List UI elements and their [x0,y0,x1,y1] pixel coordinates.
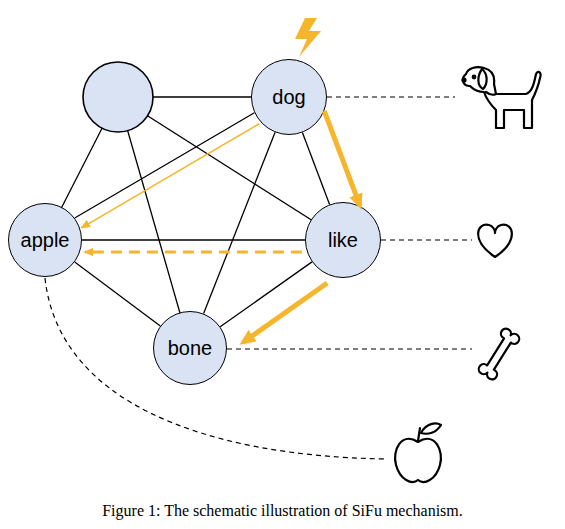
graph-line [204,132,276,313]
graph-line [75,113,255,218]
dog-ear [478,69,486,89]
graph-line [118,97,190,348]
apple-body [395,439,441,482]
graph-line [75,262,161,326]
empty-node-circle [83,62,153,132]
graph-line [82,239,305,240]
dog-collar [486,92,496,95]
flow-arrow [324,111,360,206]
node-label: dog [272,87,305,107]
leader-line [381,239,472,240]
graph-line [302,133,329,205]
dashed-arrow [85,251,302,254]
word-node: apple [8,203,82,277]
bone-shape [477,327,521,381]
leader-line [45,278,386,459]
bone-icon [477,327,521,381]
node-label: bone [168,338,213,358]
dog-body [463,67,541,128]
flow-arrow [82,124,259,228]
lightning-symbol [295,18,321,57]
figure-caption: Figure 1: The schematic illustration of … [0,502,565,520]
apple-leaf [421,424,441,434]
leader-lines [45,97,472,459]
dog-eye [473,76,476,79]
word-node: dog [251,59,327,135]
apple-stem [418,428,420,441]
leader-line [227,348,472,349]
node-label: apple [21,230,70,250]
leader-line [327,96,455,97]
word-node: bone [153,311,227,385]
dog-nose [463,79,466,82]
flow-arrow [243,283,327,343]
heart-icon [478,225,512,257]
graph-line [220,262,312,327]
node-label: like [328,230,358,250]
word-node: like [305,202,381,278]
dog-icon [463,67,541,128]
apple-icon [395,424,441,482]
